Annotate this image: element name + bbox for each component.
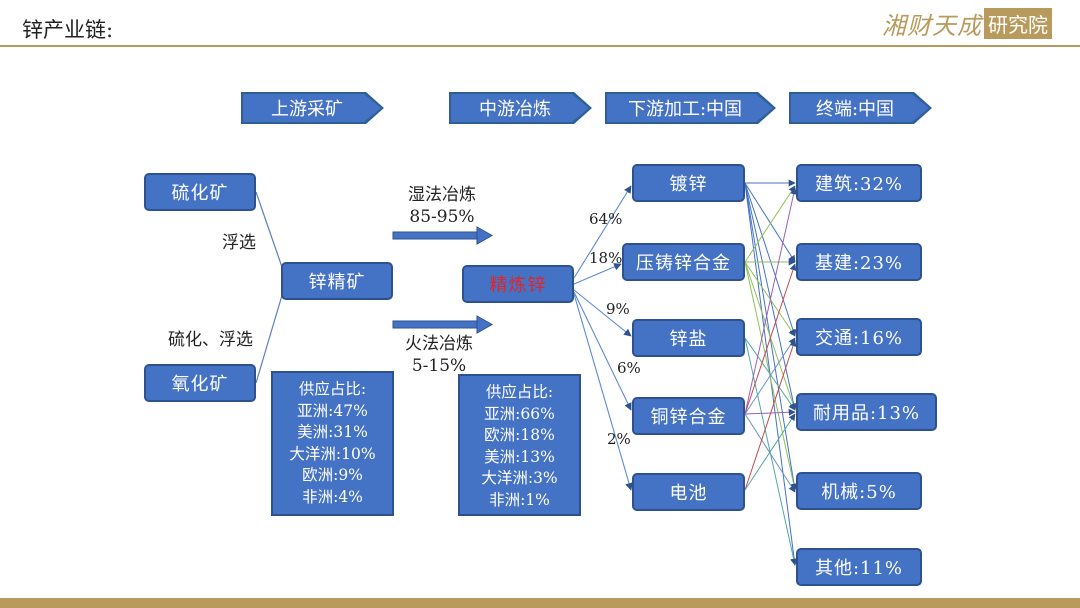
wet-method-arrow: [392, 226, 494, 245]
mining-share-line: 供应占比:: [298, 380, 367, 398]
page-title: 锌产业链:: [22, 18, 114, 42]
zinc-concentrate-box: 锌精矿: [281, 262, 393, 300]
stage-midstream-smelting: 中游冶炼: [449, 92, 592, 124]
mining-share-line: 非洲:4%: [302, 487, 363, 506]
stage-upstream-mining: 上游采矿: [241, 92, 384, 124]
refining-share-line: 欧洲:18%: [484, 426, 555, 444]
pct-battery: 2%: [607, 430, 631, 448]
flotation-label: 浮选: [222, 233, 256, 253]
pct-brass: 6%: [617, 359, 641, 377]
terminal-infrastructure-box: 基建:23%: [796, 243, 922, 281]
terminal-machinery-box: 机械:5%: [796, 472, 922, 510]
mining-share-line: 美洲:31%: [297, 423, 368, 441]
refined-zinc-box: 精炼锌: [462, 265, 574, 303]
processing-battery-box: 电池: [632, 473, 745, 511]
processing-brass-box: 铜锌合金: [632, 397, 745, 435]
refining-share-line: 亚洲:66%: [484, 404, 555, 423]
sulfide-to-concentrate-line: [255, 191, 284, 271]
refining-share-line: 美洲:13%: [484, 447, 555, 466]
footer-bar: [0, 598, 1080, 608]
refining-share-line: 大洋洲:3%: [481, 469, 558, 487]
mining-share-line: 欧洲:9%: [302, 466, 363, 484]
fire-smelting-label: 火法冶炼 5-15%: [405, 334, 473, 376]
mining-supply-share-box: 供应占比: 亚洲:47% 美洲:31% 大洋洲:10% 欧洲:9% 非洲:4%: [271, 371, 394, 516]
company-logo: 湘财天成 研究院: [882, 7, 1052, 40]
logo-boxed-text: 研究院: [984, 7, 1052, 39]
mining-share-line: 亚洲:47%: [297, 401, 368, 420]
pct-zinc-salt: 9%: [606, 300, 630, 318]
mining-share-line: 大洋洲:10%: [289, 444, 376, 463]
processing-diecast-alloy-box: 压铸锌合金: [622, 243, 745, 281]
header-divider: [0, 45, 1080, 47]
stage-downstream-processing: 下游加工:中国: [605, 92, 776, 124]
terminal-transport-box: 交通:16%: [796, 318, 922, 356]
refining-share-line: 非洲:1%: [489, 490, 550, 509]
refining-supply-share-box: 供应占比: 亚洲:66% 欧洲:18% 美洲:13% 大洋洲:3% 非洲:1%: [458, 374, 581, 516]
processing-galvanizing-box: 镀锌: [632, 164, 745, 202]
sulfide-flotation-label: 硫化、浮选: [168, 330, 253, 350]
terminal-other-box: 其他:11%: [796, 548, 922, 586]
pct-galvanizing: 64%: [589, 210, 623, 228]
pct-diecast-alloy: 18%: [589, 249, 623, 267]
processing-zinc-salt-box: 锌盐: [632, 319, 745, 357]
terminal-durables-box: 耐用品:13%: [796, 393, 937, 431]
stage-terminal: 终端:中国: [789, 92, 932, 124]
processing-to-terminal-lines: [744, 179, 798, 566]
logo-text: 湘财天成: [882, 11, 982, 40]
oxide-ore-box: 氧化矿: [144, 364, 256, 402]
oxide-to-concentrate-line: [255, 291, 284, 384]
fire-method-arrow: [392, 315, 494, 334]
refined-to-processing-lines: [573, 185, 633, 491]
terminal-construction-box: 建筑:32%: [796, 164, 922, 202]
sulfide-ore-box: 硫化矿: [144, 173, 256, 211]
refining-share-line: 供应占比:: [485, 383, 554, 401]
wet-smelting-label: 湿法冶炼 85-95%: [408, 185, 476, 227]
